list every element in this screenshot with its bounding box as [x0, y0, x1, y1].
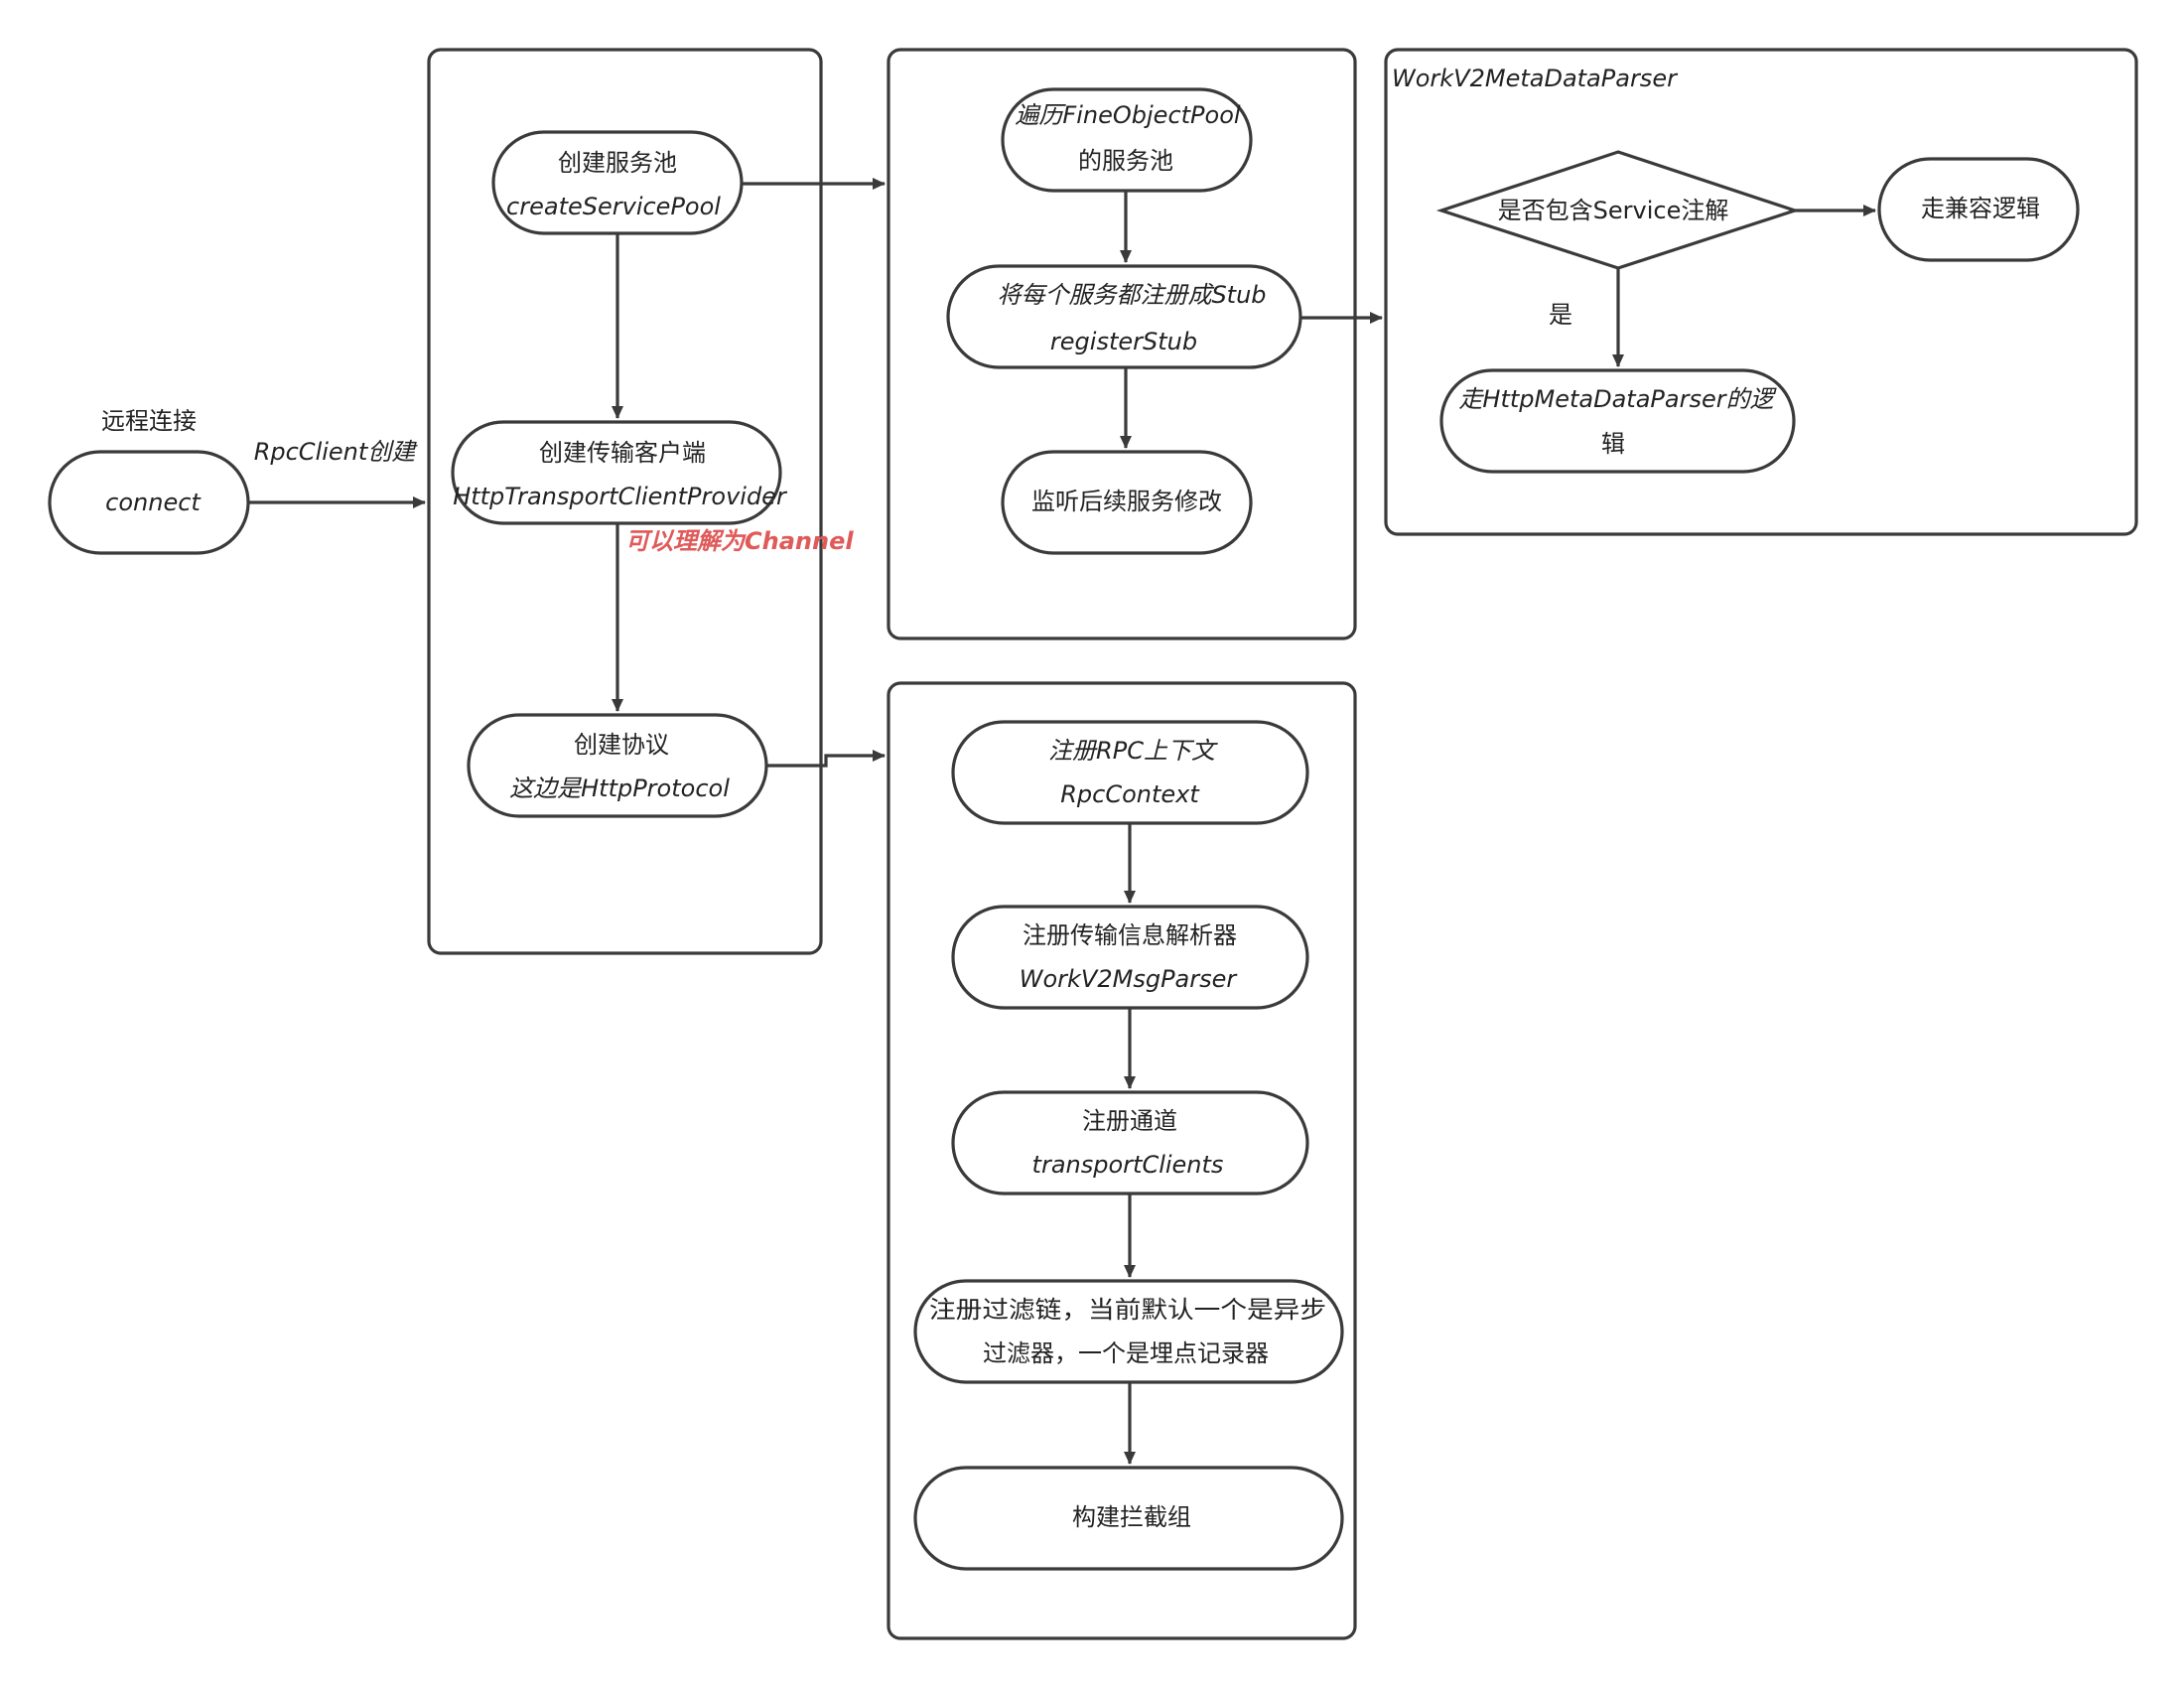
node-register-stub-line2: registerStub	[1050, 328, 1197, 355]
node-register-stub-line1: 将每个服务都注册成Stub	[997, 281, 1266, 309]
node-iterate-pool: 遍历FineObjectPool 的服务池	[1001, 87, 1253, 193]
node-http-meta-parser-logic-line2: 辑	[1601, 430, 1625, 458]
node-iterate-pool-line1: 遍历FineObjectPool	[1015, 101, 1240, 129]
node-register-rpc-context-line2: RpcContext	[1060, 780, 1200, 808]
group-title-metadata-parser: WorkV2MetaDataParser	[1392, 65, 1679, 92]
node-register-channel-line2: transportClients	[1032, 1151, 1224, 1179]
node-create-transport-client-line1: 创建传输客户端	[539, 439, 706, 467]
label-rpc-client-create: RpcClient创建	[254, 438, 419, 466]
node-create-service-pool-line2: createServicePool	[506, 193, 721, 220]
node-create-service-pool-line1: 创建服务池	[558, 149, 677, 177]
node-register-msg-parser-line2: WorkV2MsgParser	[1020, 965, 1239, 993]
node-register-stub: 将每个服务都注册成Stub registerStub	[946, 264, 1302, 369]
node-compat-logic-label: 走兼容逻辑	[1921, 195, 2040, 222]
node-listen-changes: 监听后续服务修改	[1001, 450, 1253, 555]
node-build-interceptors: 构建拦截组	[913, 1466, 1344, 1571]
node-create-service-pool: 创建服务池 createServicePool	[491, 130, 744, 235]
note-channel: 可以理解为Channel	[625, 527, 854, 555]
node-connect-label: connect	[105, 489, 202, 516]
node-create-transport-client-line2: HttpTransportClientProvider	[453, 483, 788, 510]
node-create-protocol-line2: 这边是HttpProtocol	[509, 775, 730, 802]
node-contains-service-annotation-label: 是否包含Service注解	[1498, 197, 1729, 224]
node-register-rpc-context: 注册RPC上下文 RpcContext	[951, 720, 1309, 825]
node-connect: connect	[48, 450, 250, 555]
node-register-channel-line1: 注册通道	[1082, 1107, 1177, 1135]
node-create-protocol: 创建协议 这边是HttpProtocol	[467, 713, 768, 818]
edge-protocol-to-rpc-group	[766, 750, 886, 768]
node-http-meta-parser-logic: 走HttpMetaDataParser的逻 辑	[1439, 368, 1796, 474]
node-register-rpc-context-line1: 注册RPC上下文	[1048, 737, 1218, 765]
node-register-msg-parser-line1: 注册传输信息解析器	[1023, 921, 1237, 949]
node-register-channel: 注册通道 transportClients	[951, 1090, 1309, 1196]
node-register-msg-parser: 注册传输信息解析器 WorkV2MsgParser	[951, 905, 1309, 1010]
node-iterate-pool-line2: 的服务池	[1078, 147, 1173, 175]
node-build-interceptors-label: 构建拦截组	[1072, 1503, 1191, 1531]
node-listen-changes-label: 监听后续服务修改	[1031, 488, 1222, 515]
node-create-protocol-line1: 创建协议	[574, 731, 669, 759]
node-http-meta-parser-logic-line1: 走HttpMetaDataParser的逻	[1458, 385, 1777, 413]
node-create-transport-client: 创建传输客户端 HttpTransportClientProvider	[451, 420, 788, 525]
node-compat-logic: 走兼容逻辑	[1877, 157, 2080, 262]
node-register-filter-chain-line1: 注册过滤链，当前默认一个是异步	[929, 1296, 1326, 1324]
label-yes-branch: 是	[1549, 301, 1572, 329]
node-register-filter-chain-line2: 过滤器，一个是埋点记录器	[983, 1339, 1269, 1367]
node-register-filter-chain: 注册过滤链，当前默认一个是异步 过滤器，一个是埋点记录器	[913, 1279, 1344, 1384]
label-remote-connect: 远程连接	[101, 407, 197, 435]
